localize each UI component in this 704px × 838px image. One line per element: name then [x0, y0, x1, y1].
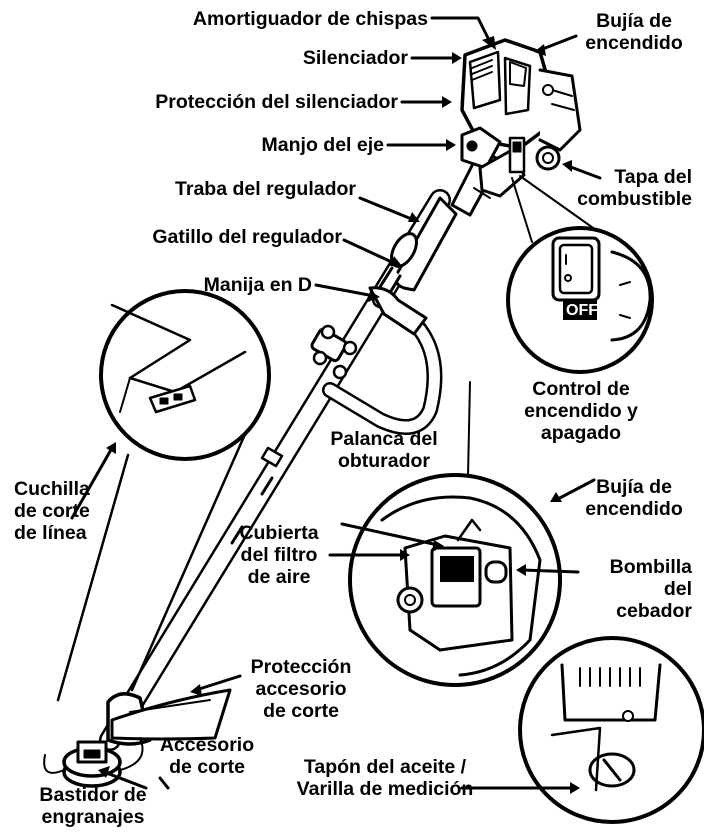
label-spark-plug-mid: Bujía de encendido — [572, 476, 696, 520]
label-muffler: Silenciador — [302, 47, 408, 69]
callout-cutter-blade — [56, 289, 271, 702]
label-cutting-attachment-line1: Accesorio — [159, 734, 255, 756]
label-line-cutter-blade-line1: Cuchilla — [14, 478, 90, 500]
label-air-filter-cover-line2: del filtro — [240, 544, 318, 566]
label-fuel-cap-line2: combustible — [577, 188, 692, 210]
label-muffler-guard: Protección del silenciador — [155, 91, 398, 113]
switch-off-text: OFF — [566, 302, 598, 319]
label-cutting-attachment-line2: de corte — [169, 756, 245, 778]
label-primer-bulb-line3: cebador — [616, 600, 692, 622]
leader-lines — [70, 16, 602, 790]
label-throttle-trigger: Gatillo del regulador — [152, 226, 342, 248]
label-oil-cap-dipstick: Tapón del aceite / Varilla de medición — [278, 756, 492, 800]
label-fuel-cap: Tapa del combustible — [577, 166, 692, 210]
label-choke-lever-line1: Palanca del — [330, 428, 438, 450]
label-oil-cap-dipstick-line1: Tapón del aceite / — [303, 756, 467, 778]
label-spark-plug-mid-line1: Bujía de — [596, 476, 672, 498]
label-oil-cap-dipstick-line2: Varilla de medición — [296, 778, 474, 800]
label-attachment-guard-line3: de corte — [263, 700, 339, 722]
label-attachment-guard: Protección accesorio de corte — [232, 656, 370, 722]
label-spark-plug-mid-line2: encendido — [585, 498, 683, 520]
label-on-off-control: Control de encendido y apagado — [494, 378, 668, 444]
label-spark-plug-top: Bujía de encendido — [574, 10, 694, 54]
label-attachment-guard-line2: accesorio — [255, 678, 347, 700]
label-attachment-guard-line1: Protección — [250, 656, 352, 678]
label-cutting-attachment: Accesorio de corte — [148, 734, 266, 778]
engine-head — [460, 38, 582, 198]
callout-air-filter — [348, 381, 562, 687]
d-handle — [310, 286, 443, 435]
label-gear-housing-line2: engranajes — [41, 806, 145, 828]
label-spark-plug-top-line1: Bujía de — [596, 10, 672, 32]
label-line-cutter-blade-line3: de línea — [14, 522, 87, 544]
label-spark-arrestor: Amortiguador de chispas — [192, 8, 428, 30]
label-on-off-control-line2: encendido y — [524, 400, 638, 422]
callout-on-off-switch — [506, 175, 654, 374]
label-on-off-control-line1: Control de — [532, 378, 630, 400]
leader-arrowheads — [98, 36, 580, 794]
label-shaft-handle: Manjo del eje — [261, 134, 384, 156]
label-line-cutter-blade: Cuchilla de corte de línea — [14, 478, 90, 544]
label-air-filter-cover: Cubierta del filtro de aire — [220, 522, 338, 588]
label-choke-lever: Palanca del obturador — [300, 428, 468, 472]
label-fuel-cap-line1: Tapa del — [614, 166, 692, 188]
label-primer-bulb-line1: Bombilla — [609, 556, 692, 578]
label-spark-plug-top-line2: encendido — [585, 32, 683, 54]
label-choke-lever-line2: obturador — [337, 450, 431, 472]
label-gear-housing: Bastidor de engranajes — [22, 784, 164, 828]
label-on-off-control-line3: apagado — [540, 422, 622, 444]
throttle-handle — [376, 196, 458, 298]
label-primer-bulb: Bombilla del cebador — [610, 556, 692, 622]
label-throttle-lock: Traba del regulador — [175, 178, 356, 200]
label-line-cutter-blade-line2: de corte — [14, 500, 90, 522]
callout-oil-cap — [518, 636, 704, 824]
label-primer-bulb-line2: del — [663, 578, 692, 600]
label-air-filter-cover-line3: de aire — [247, 566, 311, 588]
label-gear-housing-line1: Bastidor de — [39, 784, 147, 806]
label-air-filter-cover-line1: Cubierta — [239, 522, 319, 544]
trimmer-head — [43, 688, 232, 788]
label-d-handle: Manija en D — [203, 274, 312, 296]
